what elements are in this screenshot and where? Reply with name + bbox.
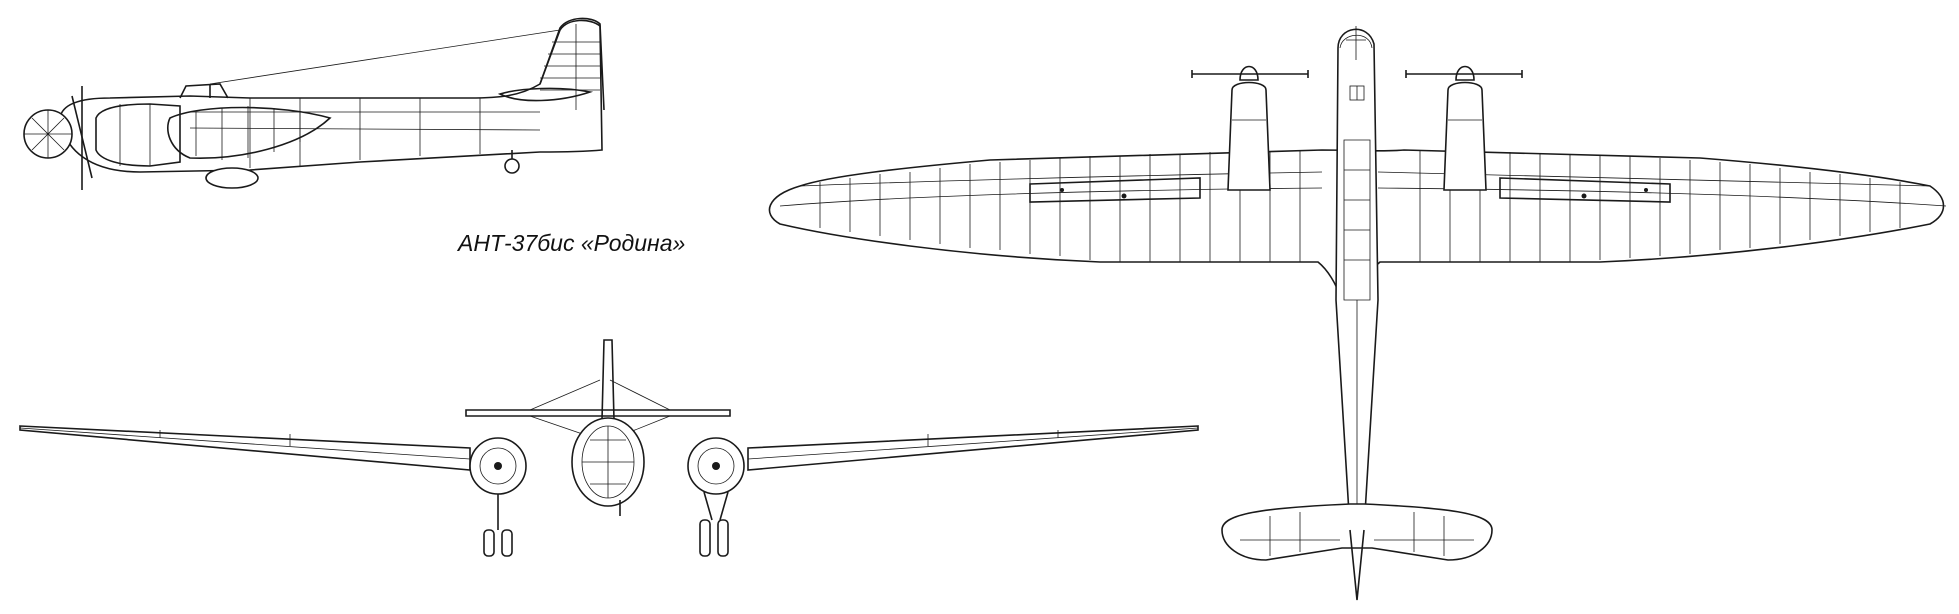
side-engine-nacelle xyxy=(95,103,181,167)
front-horizontal-tail xyxy=(465,409,731,417)
top-glazed-nose xyxy=(1339,26,1373,60)
front-left-landing-gear xyxy=(483,494,513,557)
front-vertical-tail xyxy=(601,339,615,421)
side-tail-wheel xyxy=(504,158,520,174)
side-stabilizer xyxy=(497,87,594,102)
drawing-caption: АНТ-37бис «Родина» xyxy=(458,230,686,256)
side-fuselage xyxy=(59,19,603,173)
top-view xyxy=(768,26,1947,601)
side-wheel-fairing xyxy=(205,167,259,189)
top-left-flap xyxy=(1029,177,1201,203)
side-vertical-tail xyxy=(539,17,605,111)
top-horizontal-tail xyxy=(1221,503,1493,561)
front-right-wing xyxy=(747,425,1199,471)
front-right-landing-gear xyxy=(699,491,729,557)
side-view xyxy=(23,17,605,190)
top-right-engine-nacelle xyxy=(1443,81,1487,191)
top-right-flap xyxy=(1499,177,1671,203)
top-left-engine-nacelle xyxy=(1227,81,1271,191)
side-wing xyxy=(166,106,332,159)
front-view xyxy=(19,339,1199,557)
side-cockpit xyxy=(179,83,229,99)
